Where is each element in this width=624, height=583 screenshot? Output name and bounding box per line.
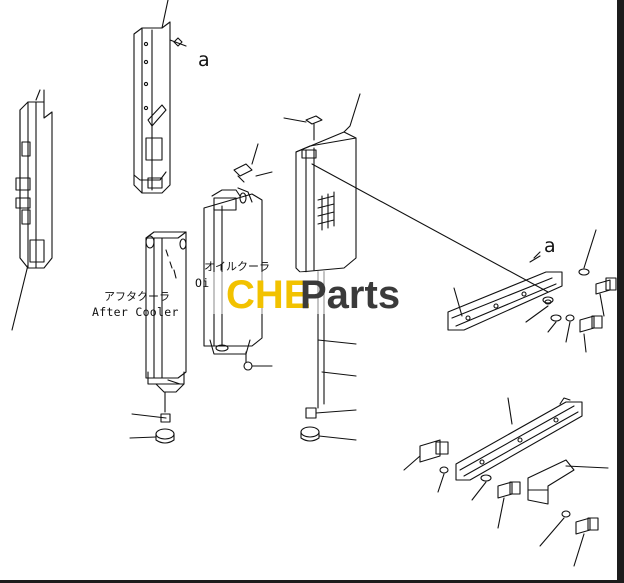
- radiator-core: [283, 93, 549, 442]
- oilcooler-label-en: Oi: [195, 276, 209, 290]
- che-parts-watermark: CHE Parts: [212, 272, 410, 317]
- aftercooler-label-en: After Cooler: [92, 305, 179, 319]
- watermark-parts: Parts: [300, 273, 400, 317]
- window-bottom-edge: [0, 580, 624, 583]
- ref-label-a-right: a: [544, 235, 556, 257]
- oil-cooler-core: [203, 143, 273, 371]
- upper-right-mounting-bar: a: [447, 229, 617, 353]
- ref-label-a-top: a: [198, 49, 210, 71]
- watermark-che: CHE: [226, 273, 310, 317]
- aftercooler-label-jp: アフタクーラ: [104, 290, 170, 303]
- left-frame-bracket: [11, 89, 53, 331]
- lower-right-mounting-bar: [403, 397, 609, 567]
- upper-shroud-bracket: a: [133, 0, 210, 194]
- window-right-edge: [617, 0, 624, 583]
- oilcooler-label-jp: オイルクーラ: [204, 260, 270, 273]
- aftercooler-core: [129, 231, 187, 444]
